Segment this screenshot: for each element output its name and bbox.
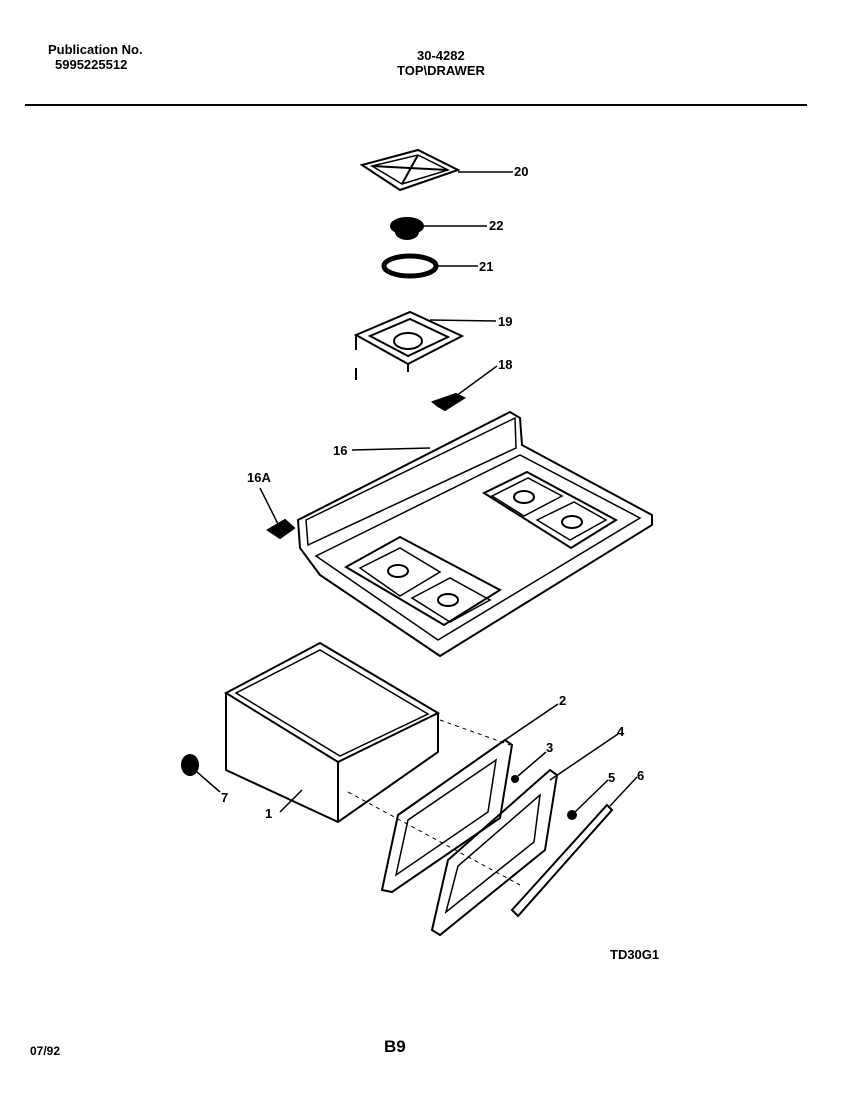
callout-22: 22 [489, 218, 503, 233]
part-ring [381, 253, 478, 279]
publication-number: 5995225512 [55, 57, 128, 72]
part-handle [510, 776, 638, 918]
part-clip [430, 365, 498, 412]
callout-16: 16 [333, 443, 347, 458]
callout-3: 3 [546, 740, 553, 755]
callout-19: 19 [498, 314, 512, 329]
part-drawer-front [347, 703, 559, 894]
callout-18: 18 [498, 357, 512, 372]
callout-20: 20 [514, 164, 528, 179]
diagram-code: TD30G1 [610, 947, 660, 962]
part-drawer-panel [430, 733, 619, 937]
part-drawer [223, 641, 441, 824]
header-divider [25, 104, 807, 106]
model-number: 30-4282 [417, 48, 465, 63]
section-title: TOP\DRAWER [397, 63, 485, 78]
publication-label: Publication No. [48, 42, 143, 57]
callout-21: 21 [479, 259, 493, 274]
callout-2: 2 [559, 693, 566, 708]
callout-4: 4 [617, 724, 625, 739]
part-cooktop [259, 410, 653, 658]
callout-16a: 16A [247, 470, 271, 485]
part-knob [181, 754, 221, 793]
part-burner-cap [390, 217, 487, 240]
callout-7: 7 [221, 790, 228, 805]
callout-5: 5 [608, 770, 615, 785]
callout-1: 1 [265, 806, 272, 821]
page-number: B9 [384, 1037, 406, 1056]
footer-date: 07/92 [30, 1044, 61, 1058]
callout-6: 6 [637, 768, 644, 783]
part-burner-pan [353, 310, 497, 380]
part-grate [359, 148, 513, 192]
